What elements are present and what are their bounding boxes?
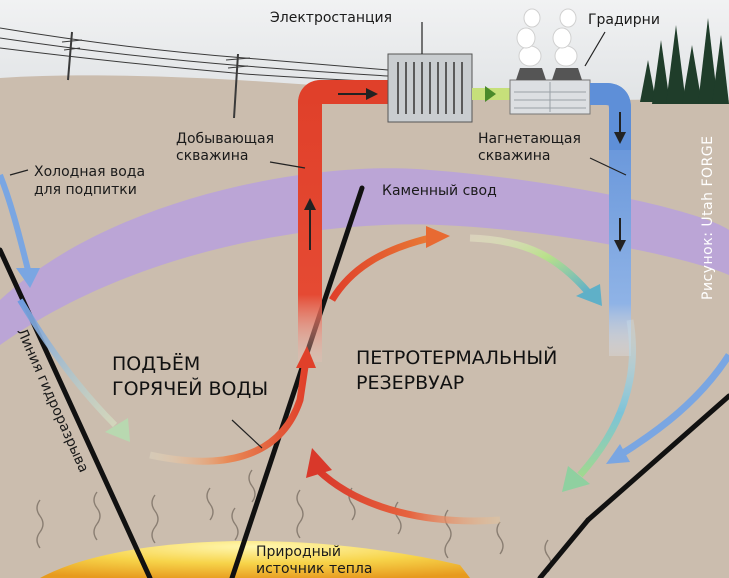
rock-dome-band <box>0 168 729 345</box>
production-well-label-1: Добывающая <box>176 131 274 147</box>
heat-source-label-2: источник тепла <box>256 561 373 577</box>
power-lines <box>0 27 389 119</box>
reservoir-label-2: РЕЗЕРВУАР <box>356 372 465 394</box>
reservoir-arrow-bottom-right <box>577 319 636 478</box>
reservoir-arrow-top <box>328 234 431 302</box>
reservoir-arrow-right <box>469 234 591 295</box>
reservoir-arrow-bottom <box>315 467 501 525</box>
power-station-label: Электростанция <box>270 10 393 26</box>
image-credit: Рисунок: Utah FORGE <box>700 135 716 301</box>
hot-water-rise-arrow <box>149 359 310 465</box>
heat-source-label-1: Природный <box>256 544 341 560</box>
cold-water-arrow-2 <box>17 298 118 428</box>
injection-well-label-2: скважина <box>478 148 551 164</box>
forest-icon <box>640 18 729 104</box>
cold-water-label-1: Холодная вода <box>34 164 146 180</box>
leader-lines <box>9 22 627 449</box>
cooling-towers-icon <box>509 8 591 115</box>
hot-water-rise-label-2: ГОРЯЧЕЙ ВОДЫ <box>112 378 269 400</box>
heat-waves <box>36 469 552 573</box>
injection-well-label-1: Нагнетающая <box>478 131 581 147</box>
cold-water-label-2: для подпитки <box>34 182 137 198</box>
production-well-label-2: скважина <box>176 148 249 164</box>
cooling-towers-label: Градирни <box>588 12 660 28</box>
fault-lines <box>0 185 729 578</box>
rock-dome-label: Каменный свод <box>382 183 497 199</box>
hot-water-rise-label-1: ПОДЪЁМ <box>112 353 201 375</box>
cold-water-arrow <box>0 173 31 271</box>
power-station-icon <box>387 53 473 123</box>
reservoir-label-1: ПЕТРОТЕРМАЛЬНЫЙ <box>356 347 558 369</box>
right-cold-arrow <box>618 353 729 458</box>
